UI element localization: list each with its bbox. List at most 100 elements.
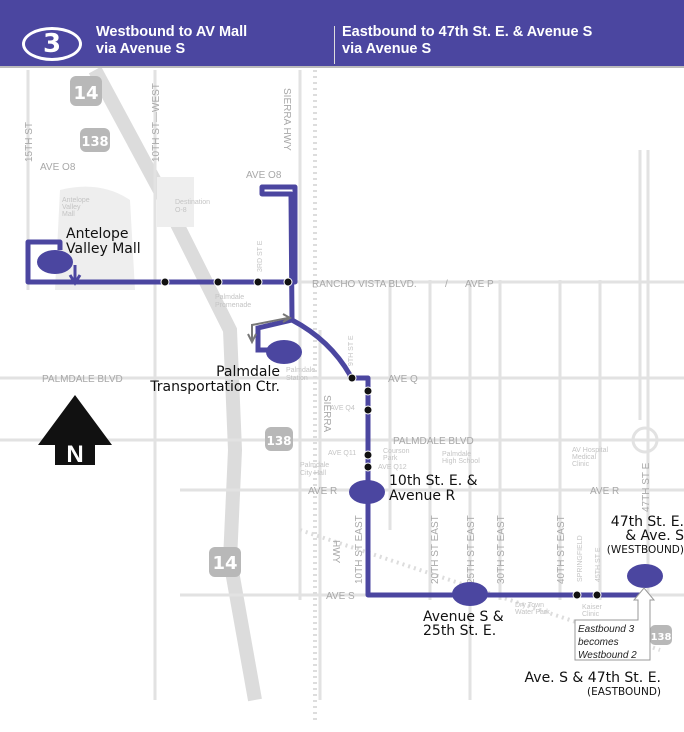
- street-label: 15TH ST: [24, 122, 35, 162]
- direction-arrow-icon: [68, 265, 82, 286]
- street-label: AVE R: [308, 486, 337, 497]
- svg-text:Palmdale: Palmdale: [286, 367, 315, 374]
- svg-text:Dry Town: Dry Town: [515, 602, 544, 609]
- roundabout: [631, 426, 659, 454]
- svg-text:Station: Station: [286, 375, 308, 382]
- timepoint-ave-s-25th[interactable]: [452, 582, 488, 606]
- timepoint-47th-ave-s[interactable]: [627, 564, 663, 588]
- header-divider: [334, 26, 335, 64]
- svg-text:Palmdale: Palmdale: [215, 294, 244, 301]
- svg-text:Antelope: Antelope: [62, 197, 90, 204]
- stop-label: (EASTBOUND): [587, 686, 661, 698]
- street-label: 10TH ST—WEST: [151, 83, 162, 162]
- stop-label: Valley Mall: [66, 241, 141, 257]
- svg-text:Destination: Destination: [175, 199, 210, 206]
- stop-label: Ave. S & 47th St. E.: [525, 670, 661, 686]
- svg-text:Kaiser: Kaiser: [582, 604, 603, 611]
- svg-text:Medical: Medical: [572, 454, 597, 461]
- svg-text:14: 14: [73, 83, 98, 104]
- svg-text:Palmdale: Palmdale: [442, 451, 471, 458]
- highway-shield-138: 138: [650, 625, 672, 645]
- eastbound-heading: Eastbound to 47th St. E. & Avenue S via …: [342, 24, 592, 58]
- street-label: SPRINGFIELD: [577, 535, 584, 582]
- street-label: AVE Q12: [378, 464, 407, 471]
- svg-text:AV Hospital: AV Hospital: [572, 447, 608, 454]
- bus-stop-icon[interactable]: [283, 277, 293, 287]
- street-label: AVE O8: [246, 170, 282, 181]
- street-grid: [0, 70, 684, 700]
- svg-text:Promenade: Promenade: [215, 302, 251, 309]
- svg-text:Palmdale: Palmdale: [300, 462, 329, 469]
- highway-shield-138: 138: [265, 427, 293, 451]
- svg-text:Clinic: Clinic: [572, 461, 590, 468]
- route-number-badge: 3: [22, 27, 82, 61]
- street-label: AVE Q: [388, 374, 418, 385]
- street-label: 3RD ST E: [257, 240, 264, 272]
- transfer-note-callout: [574, 587, 656, 661]
- street-label: 47TH ST E: [641, 462, 652, 512]
- bus-stops: [160, 277, 602, 600]
- timepoint-10th-ave-r[interactable]: [349, 480, 385, 504]
- street-label: 40TH ST EAST: [556, 515, 567, 584]
- note-text: becomes: [578, 637, 619, 648]
- timepoint-transportation-center[interactable]: [266, 340, 302, 364]
- street-label: SIERRA HWY: [281, 88, 292, 151]
- bus-stop-icon[interactable]: [253, 277, 263, 287]
- street-label: AVE O8: [40, 162, 76, 173]
- eastbound-line2: via Avenue S: [342, 41, 432, 57]
- note-text: Westbound 2: [578, 650, 637, 661]
- bus-stop-icon[interactable]: [213, 277, 223, 287]
- stop-label: 10th St. E. &: [389, 473, 478, 489]
- bus-stop-icon[interactable]: [572, 590, 582, 600]
- svg-text:Water Park: Water Park: [515, 609, 550, 616]
- stop-label: Avenue R: [389, 488, 455, 504]
- street-label: PALMDALE BLVD: [42, 374, 123, 385]
- stop-label: Avenue S &: [423, 609, 504, 625]
- bus-stop-icon[interactable]: [160, 277, 170, 287]
- destination-o8-block: [157, 177, 194, 227]
- highway-shield-14: 14: [209, 547, 241, 577]
- street-label: 10TH ST EAST: [354, 515, 365, 584]
- freeway-14: [88, 66, 262, 702]
- eastbound-line1: Eastbound to 47th St. E. & Avenue S: [342, 24, 593, 40]
- street-label: RANCHO VISTA BLVD.: [312, 279, 417, 290]
- stop-label: Antelope: [66, 226, 129, 242]
- svg-text:City Hall: City Hall: [300, 470, 327, 477]
- stop-label: 47th St. E.: [611, 514, 684, 530]
- street-label: 20TH ST EAST: [430, 515, 441, 584]
- svg-text:Courson: Courson: [383, 448, 410, 455]
- svg-text:14: 14: [212, 553, 237, 574]
- street-label: 45TH ST E: [595, 547, 602, 582]
- highway-shield-138: 138: [80, 128, 110, 152]
- bus-stop-icon[interactable]: [363, 462, 373, 472]
- stop-label: & Ave. S: [625, 528, 684, 544]
- bus-stop-icon[interactable]: [363, 405, 373, 415]
- street-label: SIERRA: [321, 395, 332, 433]
- bus-stop-icon[interactable]: [363, 386, 373, 396]
- north-arrow-icon: N: [38, 395, 112, 468]
- note-text: Eastbound 3: [578, 624, 635, 635]
- bus-stop-icon[interactable]: [592, 590, 602, 600]
- bus-stop-icon[interactable]: [363, 450, 373, 460]
- street-label: AVE Q4: [330, 405, 355, 412]
- stop-label: Transportation Ctr.: [149, 379, 280, 395]
- svg-text:Clinic: Clinic: [582, 611, 600, 618]
- route-header: 3 Westbound to AV Mall via Avenue S East…: [0, 0, 684, 68]
- timepoint-av-mall[interactable]: [37, 250, 73, 274]
- av-mall-area: [55, 186, 135, 290]
- svg-text:138: 138: [266, 434, 291, 448]
- street-label: 25TH ST EAST: [466, 515, 477, 584]
- stop-label: (WESTBOUND): [607, 544, 684, 556]
- svg-text:O-8: O-8: [175, 207, 187, 214]
- street-label: HWY: [330, 540, 341, 564]
- svg-text:Valley: Valley: [62, 204, 81, 211]
- street-label: 9TH ST E: [348, 335, 355, 366]
- street-label: AVE S: [326, 591, 355, 602]
- bus-stop-icon[interactable]: [347, 373, 357, 383]
- svg-text:Park: Park: [383, 455, 398, 462]
- street-label: AVE R: [590, 486, 619, 497]
- turn-arrow-icon: [247, 313, 293, 345]
- svg-text:High School: High School: [442, 458, 480, 465]
